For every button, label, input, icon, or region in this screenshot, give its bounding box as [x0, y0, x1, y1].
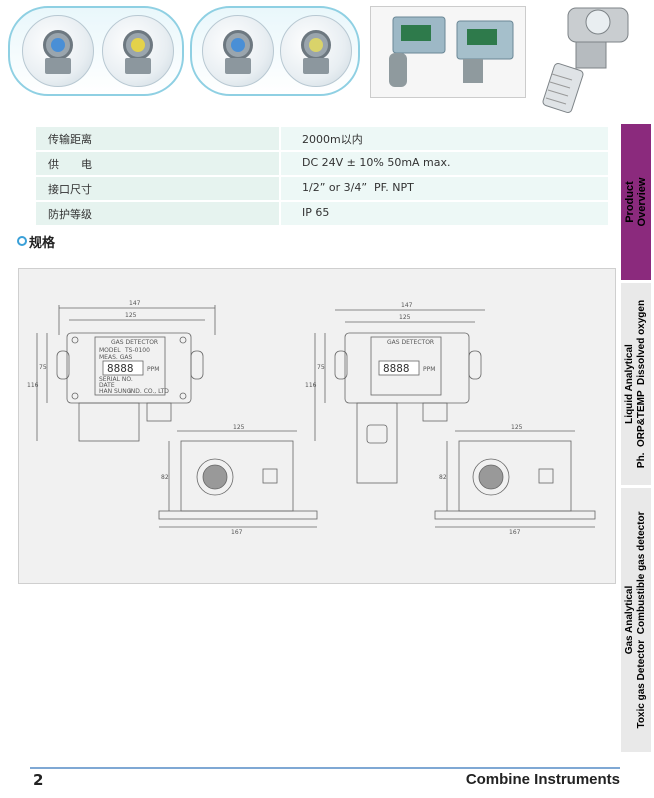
spec-row: 接口尺寸 1/2” or 3/4” PF. NPT	[36, 177, 608, 201]
sensor-photo-blue-2	[202, 15, 274, 87]
panel-maker-right: IND. CO., LTD	[129, 388, 169, 395]
panel-model-value: TS-0100	[124, 347, 150, 354]
side-tab-gas-analytical[interactable]: Gas Analytical Toxic gas Detector Combus…	[621, 488, 651, 752]
side-tab-product-overview[interactable]: Product Overview	[621, 124, 651, 280]
sensor-photo-yellow	[102, 15, 174, 87]
sensor-photo-yellow-2	[280, 15, 352, 87]
side-tab-liquid-analytical[interactable]: Liquid Analytical Ph. ORP&TEMP Dissolved…	[621, 283, 651, 485]
dim-label: 125	[511, 424, 523, 431]
spec-row: 防护等级 IP 65	[36, 202, 608, 226]
panel-header: GAS DETECTOR	[387, 339, 434, 346]
dim-label: 125	[399, 314, 411, 321]
dim-label: 167	[509, 529, 521, 536]
panel-model-label: MODEL	[99, 347, 121, 354]
panel-serial: SERIAL NO.	[99, 376, 133, 383]
spec-value: 1/2” or 3/4” PF. NPT	[302, 181, 414, 194]
spec-label: 供 电	[48, 158, 92, 171]
dim-label: 75	[39, 364, 47, 371]
panel-date: DATE	[99, 382, 115, 389]
dim-label: 167	[231, 529, 243, 536]
side-tab-label: Liquid Analytical Ph. ORP&TEMP Dissolved…	[624, 299, 647, 469]
dim-label: 147	[129, 300, 141, 307]
explosion-proof-detector-photo	[528, 0, 648, 118]
dim-label: 125	[125, 312, 137, 319]
spec-row: 传输距离 2000m以内	[36, 127, 608, 151]
panel-unit: PPM	[147, 366, 159, 373]
sensor-photo-blue	[22, 15, 94, 87]
spec-label: 防护等级	[48, 208, 92, 221]
dim-label: 82	[161, 474, 169, 481]
dim-label: 82	[439, 474, 447, 481]
section-title: 规格	[29, 236, 56, 251]
spec-value: 2000m以内	[302, 133, 363, 146]
dim-label: 116	[305, 382, 317, 389]
dim-label: 116	[27, 382, 39, 389]
brand-name: Combine Instruments	[465, 771, 620, 788]
panel-readout: 8888	[383, 362, 410, 375]
spec-value: DC 24V ± 10% 50mA max.	[302, 156, 451, 169]
panel-maker-left: HAN SUNG	[99, 388, 132, 395]
side-tab-label: Gas Analytical Toxic gas Detector Combus…	[624, 511, 647, 729]
bullet-icon	[17, 236, 27, 246]
panel-readout: 8888	[107, 362, 134, 375]
dim-label: 75	[317, 364, 325, 371]
panel-header: GAS DETECTOR	[111, 339, 158, 346]
transmitter-photo	[370, 6, 526, 98]
spec-label: 传输距离	[48, 133, 92, 146]
dim-label: 125	[233, 424, 245, 431]
footer-line	[30, 767, 620, 769]
sensor-photo-group-2	[190, 6, 360, 96]
panel-unit: PPM	[423, 366, 435, 373]
panel-meas-gas: MEAS. GAS	[99, 354, 132, 361]
side-tab-label: Product Overview	[624, 177, 648, 227]
spec-row: 供 电 DC 24V ± 10% 50mA max.	[36, 152, 608, 176]
page-number: 2	[33, 771, 44, 789]
spec-value: IP 65	[302, 206, 330, 219]
spec-label: 接口尺寸	[48, 183, 92, 196]
sensor-photo-group-1	[8, 6, 184, 96]
dimension-drawing: 147 125 GAS DETECTOR MODEL TS-0100 MEAS.…	[18, 268, 616, 584]
dim-label: 147	[401, 302, 413, 309]
